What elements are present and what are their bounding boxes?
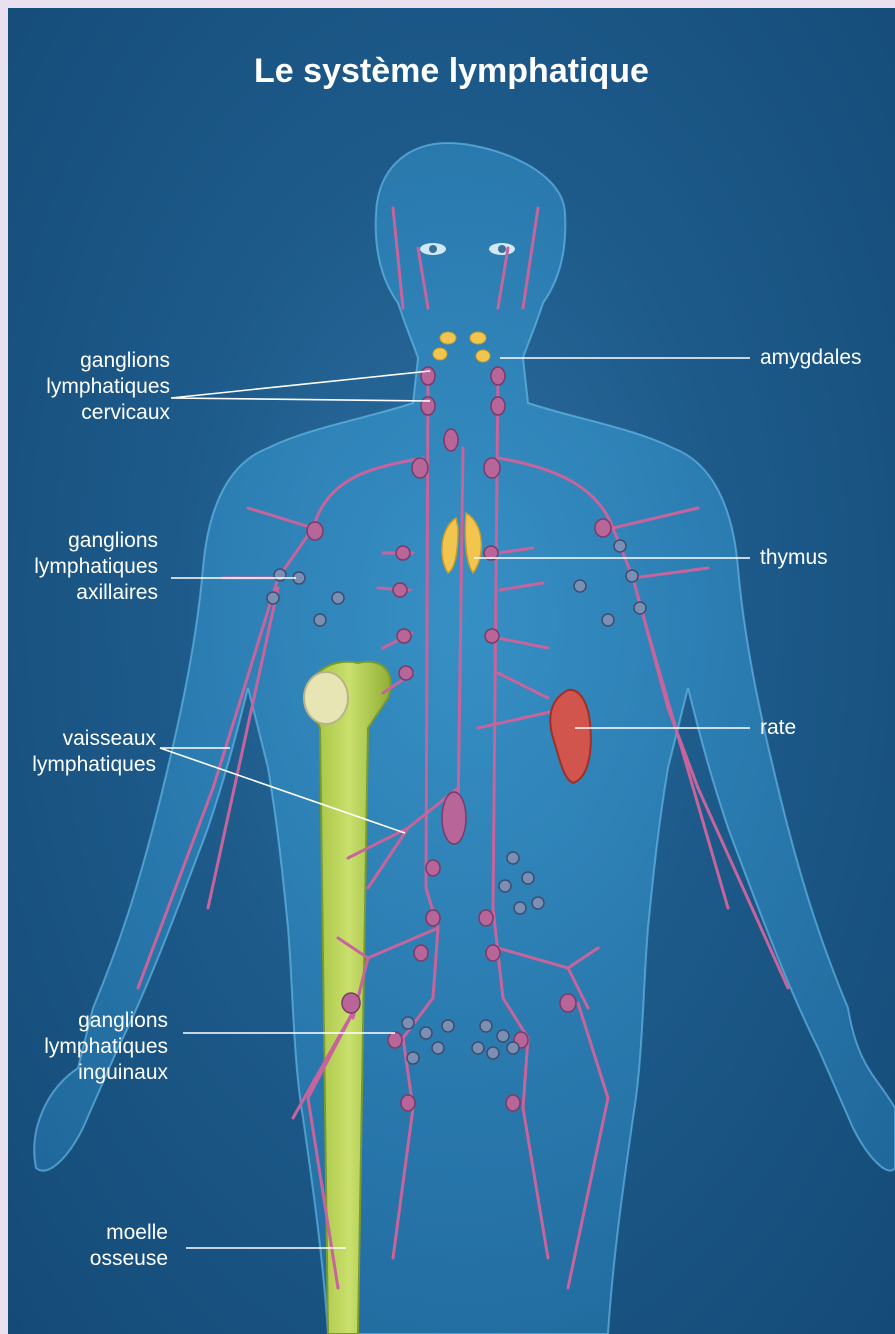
diagram-frame: Le système lymphatique ganglions lymphat… [8, 8, 895, 1334]
label-thymus: thymus [760, 545, 828, 571]
lymphatic-system-illustration [8, 8, 895, 1334]
page-title: Le système lymphatique [8, 52, 895, 91]
label-amygdales: amygdales [760, 345, 862, 371]
label-vaisseaux-lymphatiques: vaisseaux lymphatiques [8, 726, 156, 778]
label-moelle-osseuse: moelle osseuse [8, 1220, 168, 1272]
label-rate: rate [760, 715, 796, 741]
label-ganglions-cervicaux: ganglions lymphatiques cervicaux [8, 348, 170, 426]
label-ganglions-inguinaux: ganglions lymphatiques inguinaux [8, 1008, 168, 1086]
label-ganglions-axillaires: ganglions lymphatiques axillaires [8, 528, 158, 606]
